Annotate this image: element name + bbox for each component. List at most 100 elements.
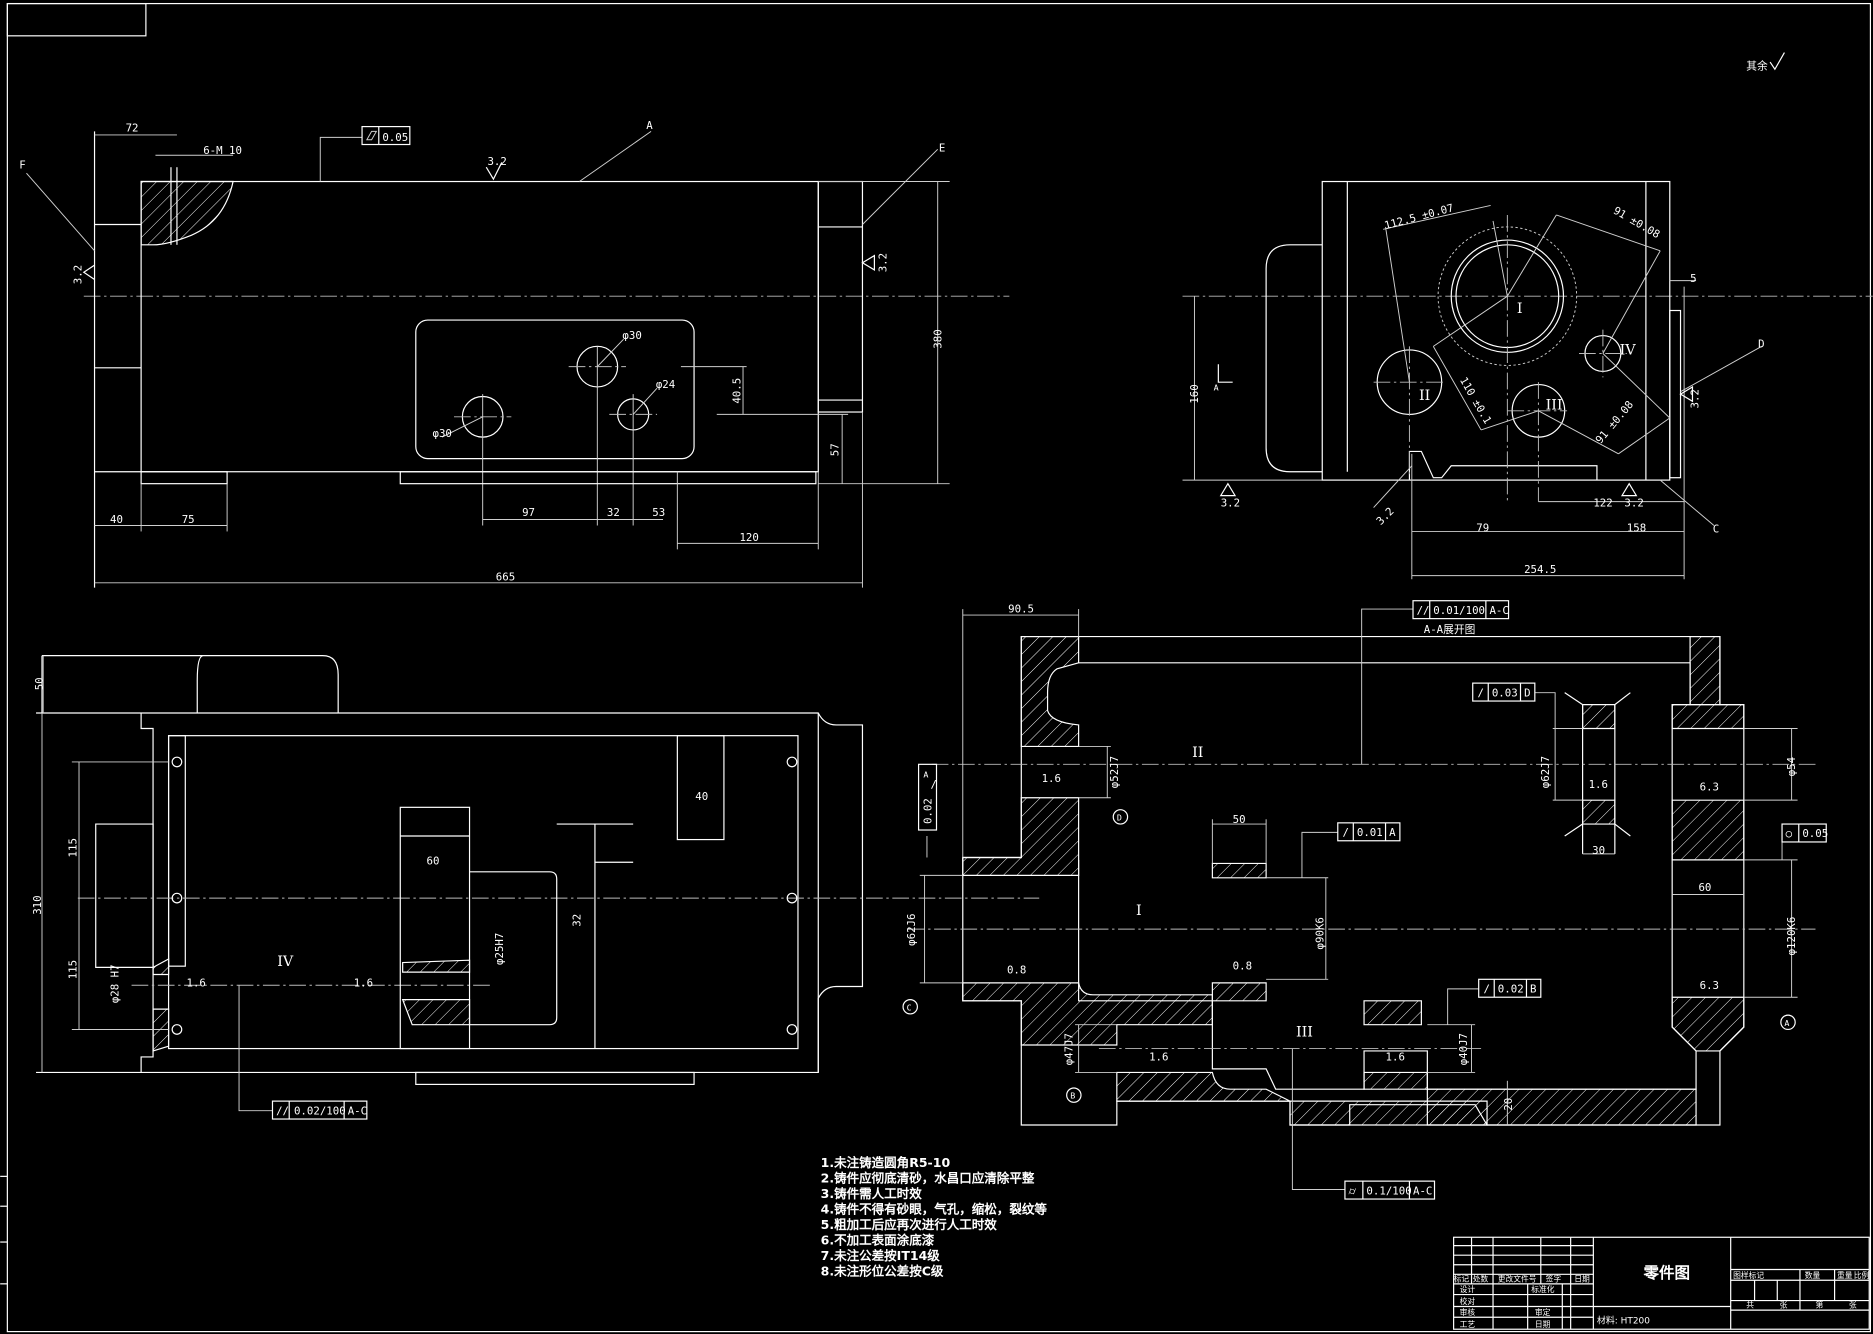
dim-310: 310 xyxy=(31,895,44,914)
tol-symbol-3: / xyxy=(931,778,937,791)
dim-110: 110 ±0.1 xyxy=(1457,375,1494,426)
bolt-holes xyxy=(171,756,798,1035)
tol-value-6: 0.02 xyxy=(1498,982,1524,995)
note-3: 3.铸件需人工时效 xyxy=(821,1186,923,1201)
tol-symbol-2: / xyxy=(1478,686,1484,699)
dim-91-lower: 91 ±0.08 xyxy=(1593,398,1636,446)
corner-note-text: 其余 xyxy=(1746,59,1768,72)
title-block: 标记 处数 更改文件号 签字 日期 设计 校对 审核 工艺 标准化 审定 日期 … xyxy=(1453,1236,1870,1330)
section-mark-a: A xyxy=(1214,383,1219,393)
tb-sheet-no: 第 xyxy=(1815,1300,1823,1310)
tb-design: 设计 xyxy=(1460,1284,1476,1294)
dim-60: 60 xyxy=(427,855,440,868)
dim-20: 20 xyxy=(1502,1098,1515,1111)
tb-header-count: 处数 xyxy=(1473,1273,1489,1283)
dim-53: 53 xyxy=(652,506,665,519)
dim-115-lower: 115 xyxy=(67,960,80,979)
dim-120: 120 xyxy=(739,531,758,544)
tb-quantity: 数量 xyxy=(1805,1270,1821,1280)
tb-check: 校对 xyxy=(1460,1296,1476,1306)
shaft-label-i: I xyxy=(1517,301,1523,317)
note-7: 7.未注公差按IT14级 xyxy=(821,1248,941,1263)
shaft-label-i: I xyxy=(1136,903,1142,919)
roughness-2: 3.2 xyxy=(1624,496,1643,509)
tb-header-signature: 签字 xyxy=(1546,1273,1562,1283)
parallelism-value: 0.02/100 xyxy=(294,1104,346,1117)
tb-sheets-2: 张 xyxy=(1849,1301,1857,1310)
datum-d: D xyxy=(1117,812,1122,822)
roughness-2: 1.6 xyxy=(1589,778,1608,791)
shaft-label-iii: III xyxy=(1296,1025,1313,1041)
tol-datum-6: B xyxy=(1530,982,1536,995)
dim-phi62j6: φ62J6 xyxy=(905,914,918,946)
dim-phi30-a: φ30 xyxy=(622,329,641,342)
front-view: 72 6-M 10 0.05 3.2 A E F 3.2 3.2 φ30 φ24… xyxy=(19,119,1010,588)
section-title: A-A展开图 xyxy=(1424,623,1476,636)
shaft-label-iii: III xyxy=(1546,398,1563,414)
dim-phi47j7: φ47J7 xyxy=(1063,1033,1076,1065)
roughness-1: 3.2 xyxy=(1221,496,1240,509)
dim-thread: 6-M 10 xyxy=(203,144,242,157)
tb-review: 审核 xyxy=(1460,1307,1476,1317)
drawing-name: 零件图 xyxy=(1643,1263,1691,1282)
roughness-1: 1.6 xyxy=(1042,772,1061,785)
dim-112-5: 112.5 ±0.07 xyxy=(1383,201,1455,232)
roughness-6: 6.3 xyxy=(1700,979,1719,992)
parallelism-symbol: // xyxy=(276,1104,289,1117)
tol-symbol-4: / xyxy=(1343,826,1349,839)
tol-value-2: 0.03 xyxy=(1492,686,1518,699)
roughness-3: 3.2 xyxy=(1688,389,1701,408)
tb-scale: 比例 xyxy=(1854,1270,1870,1280)
tol-datum-1: A-C xyxy=(1489,604,1508,617)
dim-phi54: φ54 xyxy=(1785,757,1798,776)
datum-a: A xyxy=(1784,1018,1789,1028)
tol-value-7: 0.1/100 xyxy=(1366,1184,1411,1197)
dim-40-5: 40.5 xyxy=(731,378,744,404)
dim-phi25h7: φ25H7 xyxy=(493,933,506,965)
tb-total: 共 xyxy=(1746,1301,1754,1310)
dim-phi40j7: φ40J7 xyxy=(1457,1033,1470,1065)
dim-79: 79 xyxy=(1476,521,1489,534)
tol-symbol-7: ⌭ xyxy=(1349,1184,1357,1197)
dim-phi24: φ24 xyxy=(656,378,675,391)
roughness-4: 3.2 xyxy=(1374,505,1397,528)
section-a-a: A-A展开图 // 0.01/100 A-C / 0.03 D 0.02 / A… xyxy=(902,600,1828,1200)
dim-75: 75 xyxy=(182,513,195,526)
label-f: F xyxy=(19,158,25,171)
tol-value-1: 0.01/100 xyxy=(1433,604,1485,617)
tol-datum-7: A-C xyxy=(1413,1184,1432,1197)
dim-160: 160 xyxy=(1188,384,1201,403)
note-1: 1.未注铸造圆角R5-10 xyxy=(821,1155,951,1170)
tb-header-mark: 标记 xyxy=(1454,1273,1470,1283)
tb-header-date: 日期 xyxy=(1574,1274,1590,1283)
material: 材料: HT200 xyxy=(1597,1314,1650,1326)
roughness-left: 3.2 xyxy=(71,265,84,284)
dim-115-upper: 115 xyxy=(67,838,80,857)
dim-phi120k6: φ120K6 xyxy=(1785,917,1798,956)
tb-weight: 重量 xyxy=(1837,1271,1853,1280)
dim-57: 57 xyxy=(829,443,842,456)
tb-header-change-doc: 更改文件号 xyxy=(1498,1273,1537,1283)
datum-c: C xyxy=(907,1002,912,1012)
note-5: 5.粗加工后应再次进行人工时效 xyxy=(821,1217,998,1232)
dim-72: 72 xyxy=(126,121,139,134)
roughness-top: 3.2 xyxy=(487,155,506,168)
roughness-7: 0.8 xyxy=(1007,963,1026,976)
dim-phi52j7: φ52J7 xyxy=(1108,756,1121,788)
label-d: D xyxy=(1758,338,1764,351)
general-roughness-note: 其余 xyxy=(1746,52,1785,72)
dim-254-5: 254.5 xyxy=(1524,563,1556,576)
shaft-label-ii: II xyxy=(1192,745,1203,761)
label-c: C xyxy=(1713,523,1719,536)
shaft-label-ii: II xyxy=(1419,388,1430,404)
dim-32: 32 xyxy=(607,506,620,519)
technical-notes: 1.未注铸造圆角R5-10 2.铸件应彻底清砂，水昌口应清除平整 3.铸件需人工… xyxy=(821,1155,1048,1279)
tb-standardization: 标准化 xyxy=(1531,1284,1555,1294)
tb-approve: 审定 xyxy=(1535,1307,1551,1317)
dim-phi30-b: φ30 xyxy=(433,427,452,440)
roughness-b: 1.6 xyxy=(354,976,373,989)
bottom-view: 50 310 115 115 60 40 32 φ25H7 φ28 H7 1.6… xyxy=(31,655,1040,1120)
label-a: A xyxy=(646,119,653,132)
